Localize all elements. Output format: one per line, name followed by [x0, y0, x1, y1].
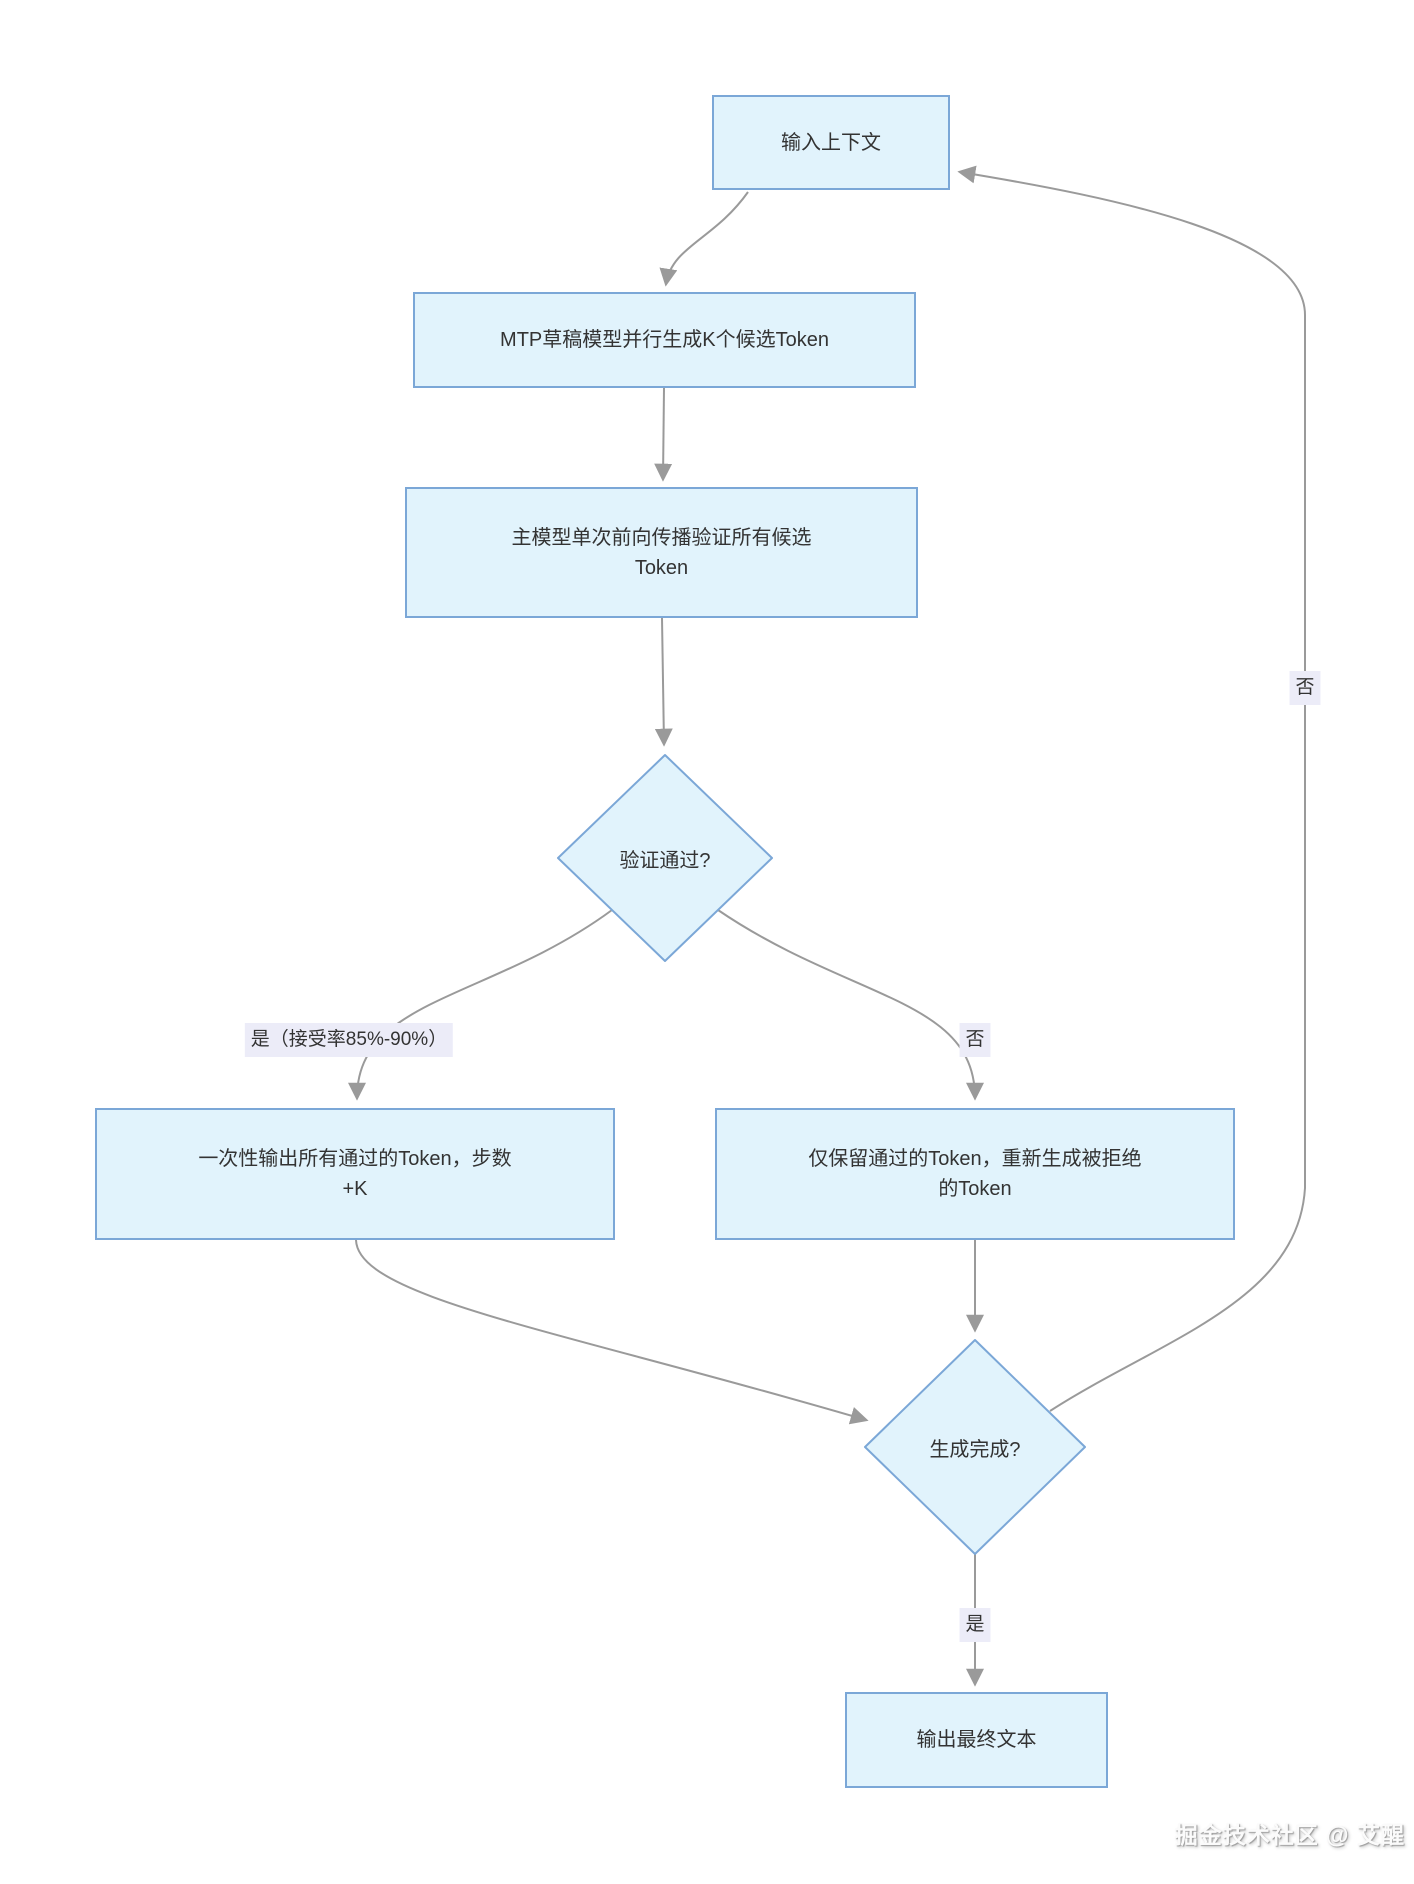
node-final-output-label: 输出最终文本: [916, 1729, 1037, 1751]
edge-decision-yes: [348, 909, 613, 1101]
node-output-passed: 一次性输出所有通过的Token，步数 +K: [95, 1108, 615, 1240]
edge-done-no-loop: [957, 165, 1306, 1412]
edge-label-verify-yes: 是（接受率85%-90%）: [244, 1023, 454, 1057]
watermark: 掘金技术社区 @ 艾醒: [1174, 1822, 1405, 1848]
edge-label-done-yes: 是: [959, 1608, 991, 1642]
node-main-verify-line1: 主模型单次前向传播验证所有候选: [511, 526, 812, 549]
decision-verify-shape: [557, 754, 773, 962]
edge-decision-no: [717, 909, 984, 1101]
node-input-context: 输入上下文: [712, 95, 950, 190]
edge-output-to-done: [355, 1239, 869, 1425]
node-output-passed-line1: 一次性输出所有通过的Token，步数: [198, 1148, 512, 1170]
node-main-verify: 主模型单次前向传播验证所有候选 Token: [405, 487, 918, 618]
node-main-verify-line2: Token: [634, 556, 689, 579]
node-draft-generate: MTP草稿模型并行生成K个候选Token: [413, 292, 916, 388]
node-keep-regenerate: 仅保留通过的Token，重新生成被拒绝 的Token: [715, 1108, 1235, 1240]
decision-done-shape: [864, 1339, 1086, 1555]
edge-input-to-draft: [659, 191, 749, 287]
node-keep-regenerate-line2: 的Token: [938, 1178, 1012, 1200]
node-input-context-label: 输入上下文: [781, 131, 881, 154]
node-draft-generate-label: MTP草稿模型并行生成K个候选Token: [500, 329, 829, 351]
edge-label-verify-no: 否: [959, 1023, 991, 1057]
node-keep-regenerate-line1: 仅保留通过的Token，重新生成被拒绝: [808, 1148, 1142, 1170]
edge-verify-to-decision: [654, 617, 673, 747]
node-output-passed-line2: +K: [342, 1178, 368, 1200]
edge-draft-to-verify: [654, 387, 673, 482]
edge-label-done-no: 否: [1289, 671, 1321, 705]
node-final-output: 输出最终文本: [845, 1692, 1108, 1788]
